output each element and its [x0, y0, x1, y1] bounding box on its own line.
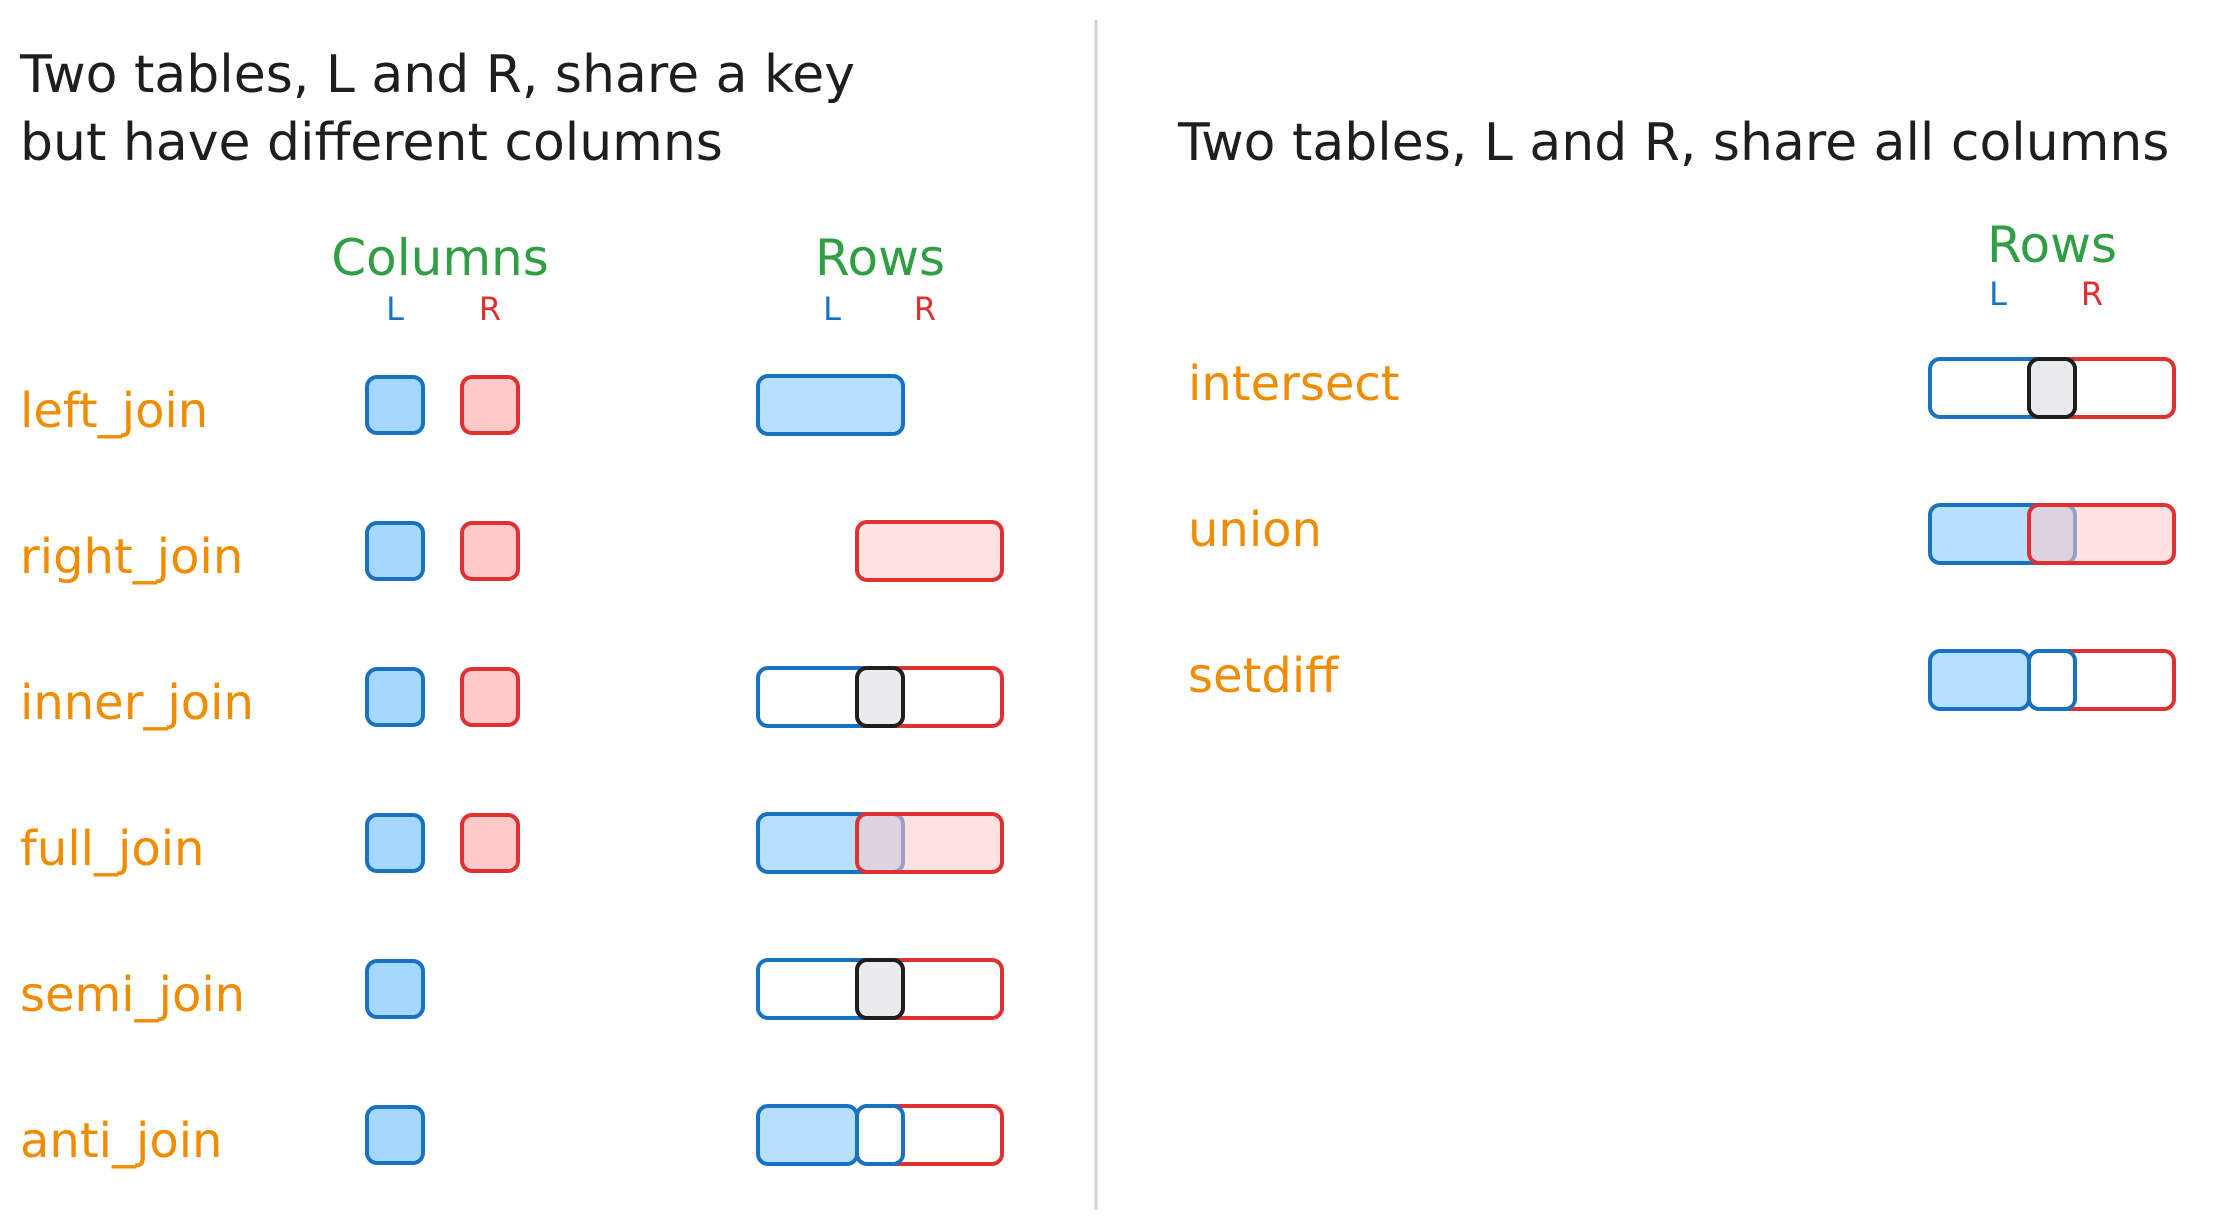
left-op-2-overlap-rows — [855, 666, 905, 728]
right-op-1-right-rows — [2027, 503, 2176, 565]
right-op-2-left-only-rows — [1928, 649, 2031, 711]
right-op-1-label: union — [1188, 502, 1322, 558]
left-title-line-1: Two tables, L and R, share a key — [19, 45, 855, 105]
left-op-5-rows-shape — [756, 1104, 1004, 1166]
left-op-5-label: anti_join — [20, 1113, 222, 1169]
left-op-5-overlap-rows-empty — [855, 1104, 905, 1166]
left-op-2-column-l — [365, 667, 425, 727]
left-op-0-label: left_join — [20, 383, 208, 439]
rows-r-label: R — [914, 290, 936, 328]
left-op-2-label: inner_join — [20, 675, 254, 731]
left-title-line-2: but have different columns — [20, 113, 723, 173]
right-op-1-rows-shape — [1928, 503, 2176, 565]
operation-row: inner_join — [20, 666, 1004, 731]
right-op-0-overlap-rows — [2027, 357, 2077, 419]
left-op-4-label: semi_join — [20, 967, 245, 1023]
left-op-1-right-rows — [855, 520, 1004, 582]
right-op-2-label: setdiff — [1188, 648, 1339, 704]
operation-row: left_join — [20, 374, 905, 439]
operation-row: anti_join — [20, 1104, 1004, 1169]
operation-row: right_join — [20, 520, 1004, 585]
operation-row: semi_join — [20, 958, 1004, 1023]
rows-l-label: L — [823, 290, 841, 328]
left-op-0-rows-shape — [756, 374, 905, 436]
right-op-2-rows-shape — [1928, 649, 2176, 711]
columns-l-label: L — [386, 290, 404, 328]
right-rows-heading: Rows — [1987, 216, 2117, 274]
left-panel: Two tables, L and R, share a key but hav… — [19, 45, 1004, 1169]
left-op-4-rows-shape — [756, 958, 1004, 1020]
left-op-3-label: full_join — [20, 821, 204, 877]
operation-row: full_join — [20, 812, 1004, 877]
left-op-4-overlap-rows — [855, 958, 905, 1020]
left-op-2-rows-shape — [756, 666, 1004, 728]
left-op-1-column-r — [460, 521, 520, 581]
rows-heading: Rows — [815, 229, 945, 287]
columns-heading: Columns — [331, 229, 549, 287]
left-op-1-label: right_join — [20, 529, 243, 585]
set-operation-row: union — [1188, 502, 2176, 565]
set-operation-row: setdiff — [1188, 648, 2176, 711]
left-op-3-right-rows — [855, 812, 1004, 874]
left-op-0-column-r — [460, 375, 520, 435]
left-op-4-column-l — [365, 959, 425, 1019]
right-title: Two tables, L and R, share all columns — [1177, 113, 2169, 173]
left-op-3-rows-shape — [756, 812, 1004, 874]
columns-r-label: R — [479, 290, 501, 328]
left-op-1-column-l — [365, 521, 425, 581]
right-rows-l-label: L — [1989, 275, 2007, 313]
left-op-5-left-only-rows — [756, 1104, 859, 1166]
left-op-0-left-rows — [756, 374, 905, 436]
right-panel: Two tables, L and R, share all columns R… — [1177, 113, 2176, 711]
left-op-5-column-l — [365, 1105, 425, 1165]
left-operations: left_join right_join inner_join full_joinse… — [20, 374, 1004, 1169]
right-op-0-rows-shape — [1928, 357, 2176, 419]
left-op-3-column-r — [460, 813, 520, 873]
left-op-2-column-r — [460, 667, 520, 727]
set-operation-row: intersect — [1188, 356, 2176, 419]
right-rows-r-label: R — [2081, 275, 2103, 313]
left-op-1-rows-shape — [855, 520, 1004, 582]
left-op-0-column-l — [365, 375, 425, 435]
right-op-0-label: intersect — [1188, 356, 1400, 412]
right-operations: intersect union setdiff — [1188, 356, 2176, 711]
left-op-3-column-l — [365, 813, 425, 873]
right-op-2-overlap-rows-empty — [2027, 649, 2077, 711]
